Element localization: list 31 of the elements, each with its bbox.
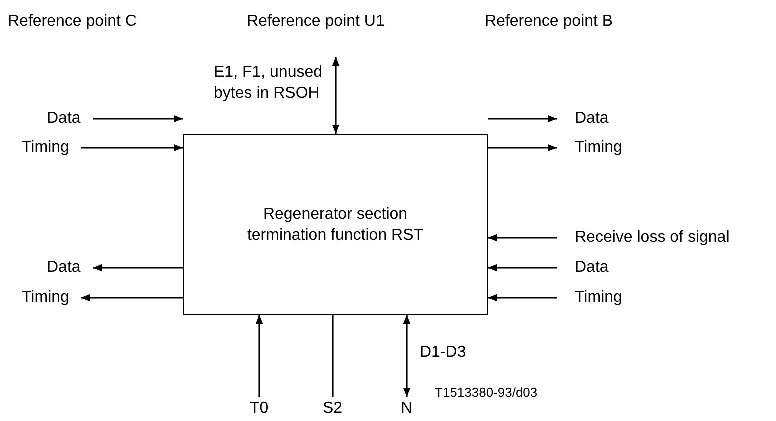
arrow xyxy=(403,315,411,397)
figure-code: T1513380-93/d03 xyxy=(435,384,538,402)
signal-label: Timing xyxy=(22,288,70,308)
signal-label: Timing xyxy=(575,138,622,158)
signal-label: Data xyxy=(47,109,81,129)
signal-label: N xyxy=(401,399,413,419)
arrow xyxy=(256,315,264,397)
signal-label: T0 xyxy=(250,399,269,419)
arrow xyxy=(488,294,557,302)
signal-label: S2 xyxy=(323,399,343,419)
reference-point-label: Reference point U1 xyxy=(247,12,385,32)
arrow xyxy=(488,115,557,123)
reference-point-label: Reference point B xyxy=(485,12,614,32)
arrow xyxy=(93,115,183,123)
signal-label: Data xyxy=(575,258,609,278)
reference-point-label: Reference point C xyxy=(8,12,137,32)
arrow xyxy=(332,57,340,134)
box-title: Regenerator section termination function RST xyxy=(246,204,425,246)
arrow xyxy=(93,264,183,272)
function-box xyxy=(183,134,488,315)
arrow xyxy=(488,234,557,242)
arrow xyxy=(81,144,183,152)
arrow xyxy=(488,144,557,152)
signal-label: Receive loss of signal xyxy=(575,228,730,248)
signal-label: Timing xyxy=(22,138,70,158)
signal-label: Timing xyxy=(575,288,622,308)
signal-label: Data xyxy=(575,109,609,129)
signal-label: Data xyxy=(47,258,81,278)
arrow xyxy=(488,264,557,272)
arrow xyxy=(81,294,183,302)
signal-line xyxy=(332,315,334,397)
